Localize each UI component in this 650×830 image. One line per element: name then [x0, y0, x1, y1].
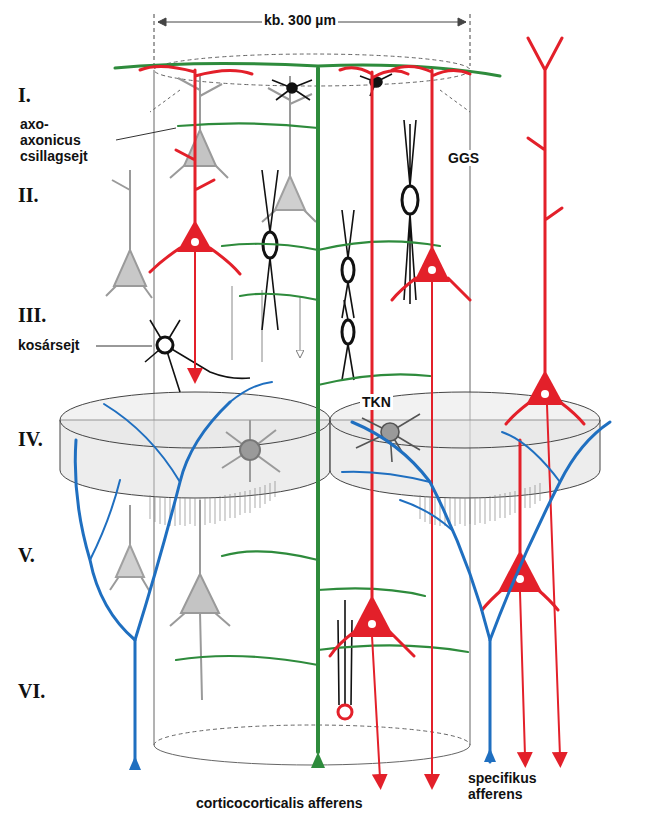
leader-lines [96, 128, 176, 346]
layer-number: I. [18, 84, 31, 107]
specific-afferents [75, 382, 610, 770]
grey-neurons [106, 74, 316, 700]
cell-label: GGS [446, 150, 481, 166]
afferent-label: corticocorticalis afferens [196, 795, 363, 811]
stellate-cell [356, 414, 420, 462]
cell-label: TKN [360, 394, 393, 410]
cell-label: kosársejt [18, 337, 79, 353]
layer-number: IV. [18, 428, 43, 451]
layer-number: VI. [18, 680, 45, 703]
dimension-label: kb. 300 µm [262, 12, 338, 28]
layer-number: III. [18, 304, 46, 327]
layer-number: II. [18, 184, 39, 207]
corticocortical-afferent [115, 63, 500, 768]
pyramidal-cells [140, 38, 584, 778]
cell-label: axo- axonicus csillagsejt [20, 116, 112, 164]
layer-number: V. [18, 544, 35, 567]
interneurons [145, 74, 418, 705]
afferent-label: specifikus afferens [468, 770, 552, 802]
